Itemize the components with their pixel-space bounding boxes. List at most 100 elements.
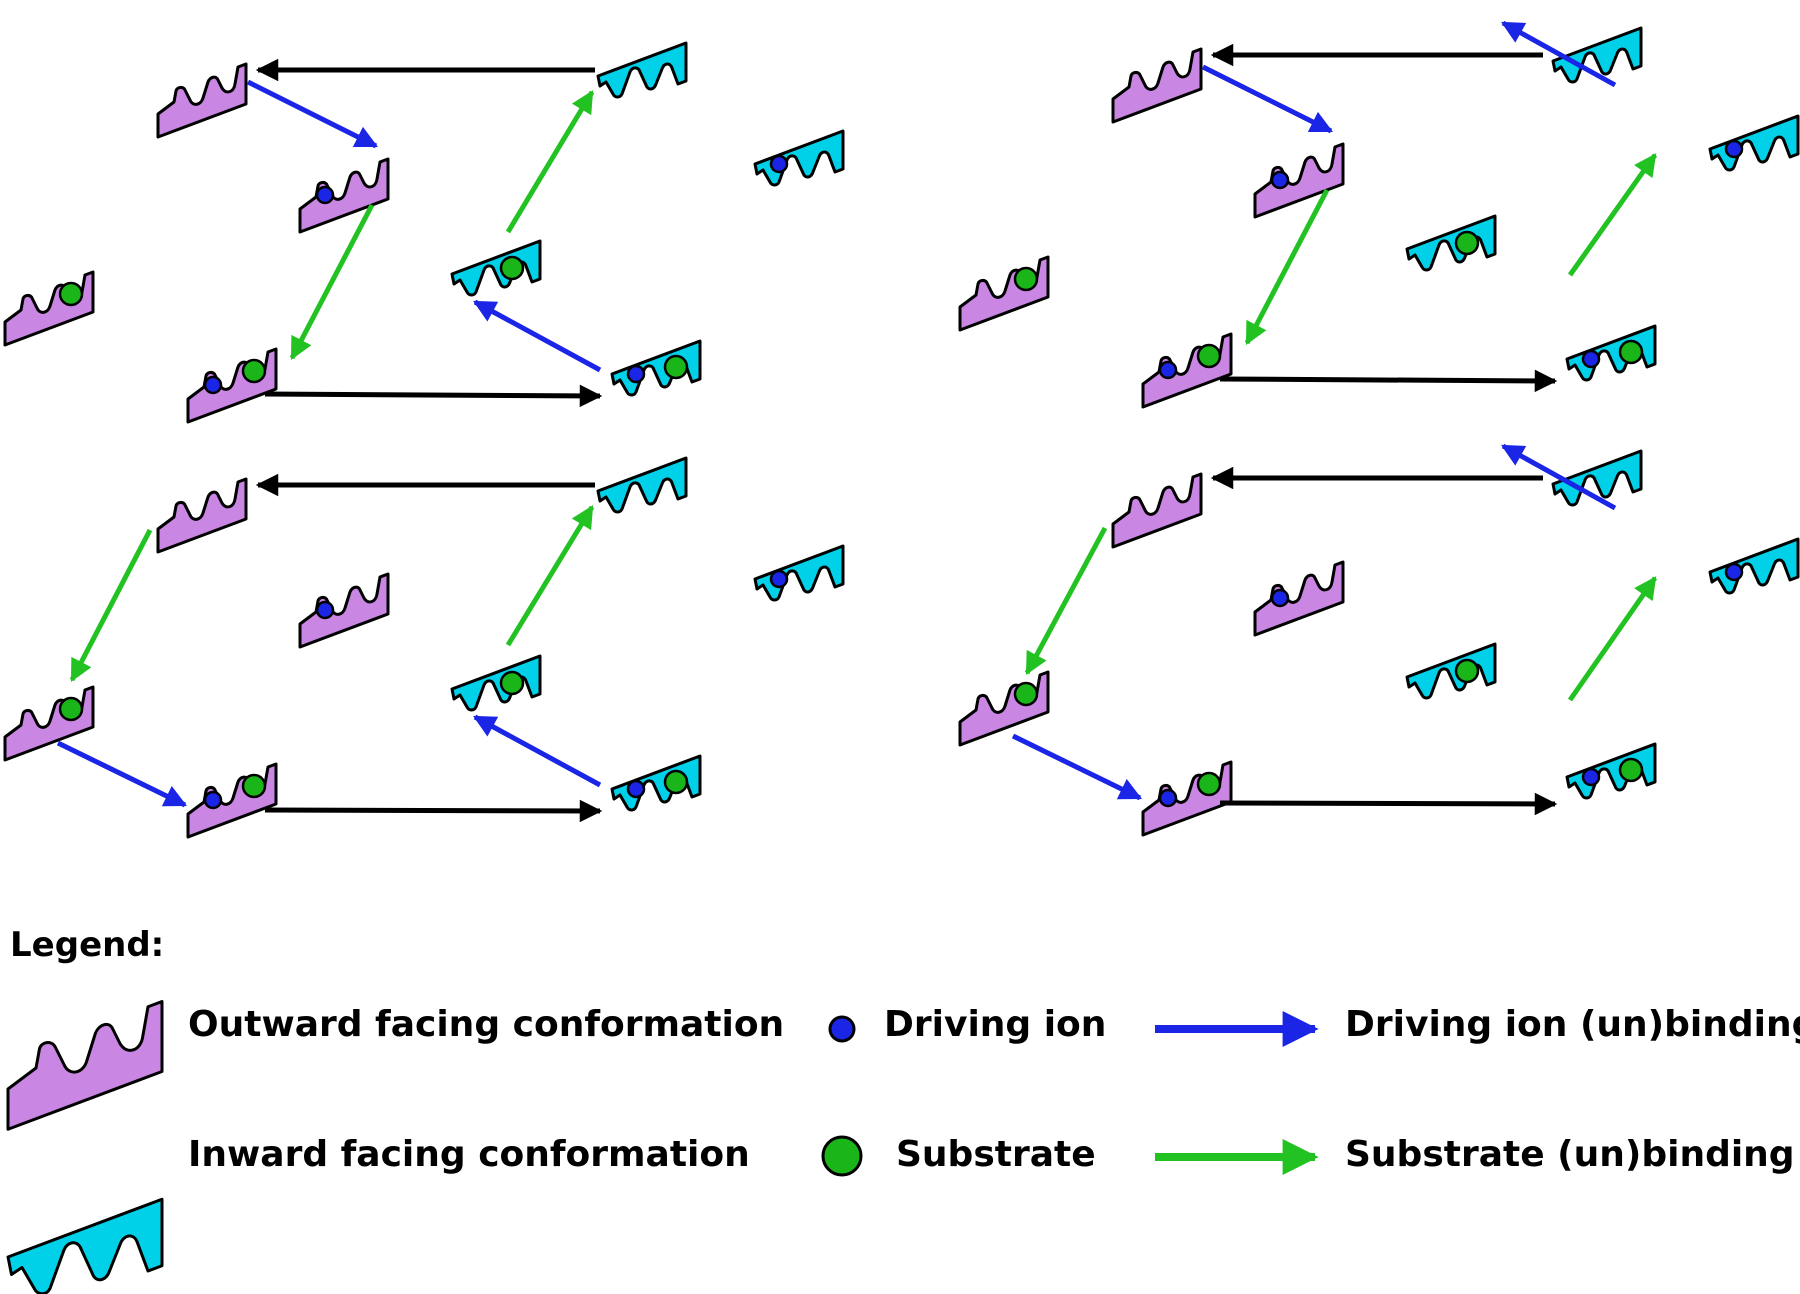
top-left-cycle-substrate-arrow-inward-substrate-to-inward-empty [505, 90, 595, 234]
substrate-marker [663, 769, 689, 795]
top-left-cycle-transition-arrow-outward-ion-substrate-to-inward-ion-substrate [264, 384, 603, 408]
driving-ion-marker [1158, 788, 1178, 808]
bottom-left-cycle-outward-ion-state [298, 572, 390, 649]
substrate-marker [1618, 757, 1644, 783]
inward-conformation-shape [1708, 114, 1800, 172]
driving-ion-marker [1270, 170, 1290, 190]
driving-ion-marker [315, 600, 335, 620]
inward-conformation-shape [450, 654, 542, 712]
substrate-icon [821, 1135, 863, 1177]
bottom-left-cycle-transition-arrow-outward-ion-substrate-to-inward-ion-substrate [264, 799, 603, 823]
top-right-cycle-inward-ion-state [1708, 114, 1800, 172]
driving-ion-marker [769, 569, 789, 589]
driving-ion-marker [1581, 349, 1601, 369]
driving-ion-marker [769, 154, 789, 174]
inward-conformation-shape [1551, 449, 1643, 507]
driving-ion-marker [1581, 767, 1601, 787]
driving-ion-marker [203, 375, 223, 395]
legend-title: Legend: [10, 925, 165, 965]
substrate-marker [1013, 266, 1039, 292]
bottom-left-cycle-outward-substrate-state [3, 685, 95, 762]
bottom-left-cycle-inward-substrate-state [450, 654, 542, 712]
top-right-cycle-driving-arrow-inward-ion-to-inward-empty [1501, 20, 1617, 88]
top-left-cycle-inward-ion-substrate-state [610, 339, 702, 397]
outward-conformation-shape [3, 270, 95, 347]
driving-ion-marker [1724, 562, 1744, 582]
bottom-left-cycle-outward-empty-state [156, 477, 248, 554]
bottom-right-cycle-inward-substrate-state [1405, 642, 1497, 700]
driving-ion-marker [1270, 588, 1290, 608]
outward-conformation-shape [1111, 47, 1203, 124]
inward-conformation-shape [1708, 537, 1800, 595]
top-left-cycle-outward-substrate-state [3, 270, 95, 347]
legend-label-substrate-arrow: Substrate (un)binding [1345, 1134, 1795, 1175]
bottom-left-cycle-inward-ion-state [753, 544, 845, 602]
top-right-cycle-outward-empty-state [1111, 47, 1203, 124]
bottom-right-cycle-inward-ion-substrate-state [1565, 742, 1657, 800]
bottom-left-cycle-driving-arrow-inward-ion-substrate-to-inward-substrate [473, 714, 602, 788]
top-left-cycle-substrate-arrow-outward-ion-to-outward-ion-substrate [289, 203, 375, 360]
outward-conformation-shape [1141, 332, 1233, 409]
bottom-left-cycle-inward-ion-substrate-state [610, 754, 702, 812]
outward-conformation-shape [958, 255, 1050, 332]
top-right-cycle-transition-arrow-outward-ion-substrate-to-inward-ion-substrate [1219, 369, 1558, 393]
bottom-right-cycle-outward-empty-state [1111, 472, 1203, 549]
inward-conformation-shape [753, 544, 845, 602]
bottom-right-cycle-outward-substrate-state [958, 670, 1050, 747]
bottom-right-cycle-substrate-arrow-outward-empty-to-outward-substrate [1024, 526, 1108, 675]
top-right-cycle-inward-ion-substrate-state [1565, 324, 1657, 382]
inward-conformation-shape [596, 41, 688, 99]
substrate-marker [1454, 658, 1480, 684]
inward-conformation-shape [1551, 26, 1643, 84]
top-left-cycle-inward-ion-state [753, 129, 845, 187]
outward-conformation-shape [1253, 560, 1345, 637]
bottom-right-cycle-transition-arrow-outward-ion-substrate-to-inward-ion-substrate [1219, 792, 1558, 816]
inward-conformation-shape [596, 456, 688, 514]
bottom-left-cycle-substrate-arrow-inward-substrate-to-inward-empty [505, 505, 595, 647]
driving-ion-marker [1724, 139, 1744, 159]
outward-conformation-shape [156, 62, 248, 139]
top-right-cycle-outward-substrate-state [958, 255, 1050, 332]
top-left-cycle-inward-empty-state [596, 41, 688, 99]
outward-conformation-shape [1253, 142, 1345, 219]
bottom-left-cycle-outward-ion-substrate-state [186, 762, 278, 839]
bottom-left-cycle-inward-empty-state [596, 456, 688, 514]
outward-conformation-shape [298, 572, 390, 649]
substrate-marker [663, 354, 689, 380]
bottom-right-cycle-outward-ion-substrate-state [1141, 760, 1233, 837]
driving-ion-marker [203, 790, 223, 810]
outward-conformation-shape [156, 477, 248, 554]
top-right-cycle-inward-substrate-state [1405, 214, 1497, 272]
inward-conformation-shape [1405, 214, 1497, 272]
outward-conformation-shape [3, 685, 95, 762]
outward-conformation-shape [958, 670, 1050, 747]
outward-conformation-shape [1111, 472, 1203, 549]
driving-ion-marker [315, 185, 335, 205]
substrate-marker [499, 670, 525, 696]
bottom-right-cycle-substrate-arrow-inward-ion-substrate-to-inward-ion [1567, 576, 1658, 702]
substrate-marker [1013, 681, 1039, 707]
bottom-right-cycle-outward-ion-state [1253, 560, 1345, 637]
inward-conformation-shape [1405, 642, 1497, 700]
top-left-cycle-outward-ion-substrate-state [186, 347, 278, 424]
inward-conformation-icon [6, 1197, 164, 1294]
outward-conformation-shape [186, 347, 278, 424]
top-right-cycle-outward-ion-substrate-state [1141, 332, 1233, 409]
driving-ion-marker [626, 364, 646, 384]
substrate-marker [1454, 230, 1480, 256]
substrate-marker [1196, 343, 1222, 369]
bottom-left-cycle-substrate-arrow-outward-empty-to-outward-substrate [69, 528, 153, 682]
substrate-marker [241, 358, 267, 384]
top-left-cycle-outward-empty-state [156, 62, 248, 139]
legend-label-inward: Inward facing conformation [188, 1134, 750, 1175]
substrate-marker [1196, 771, 1222, 797]
bottom-right-cycle-driving-arrow-outward-substrate-to-outward-ion-substrate [1011, 733, 1143, 801]
bottom-right-cycle-inward-empty-state [1551, 449, 1643, 507]
top-left-cycle-driving-arrow-inward-ion-substrate-to-inward-substrate [473, 299, 602, 373]
outward-conformation-shape [298, 157, 390, 234]
driving-ion-marker [626, 779, 646, 799]
driving-ion-icon [828, 1015, 856, 1043]
substrate-marker [1618, 339, 1644, 365]
top-left-cycle-driving-arrow-outward-empty-to-outward-ion [246, 79, 379, 149]
